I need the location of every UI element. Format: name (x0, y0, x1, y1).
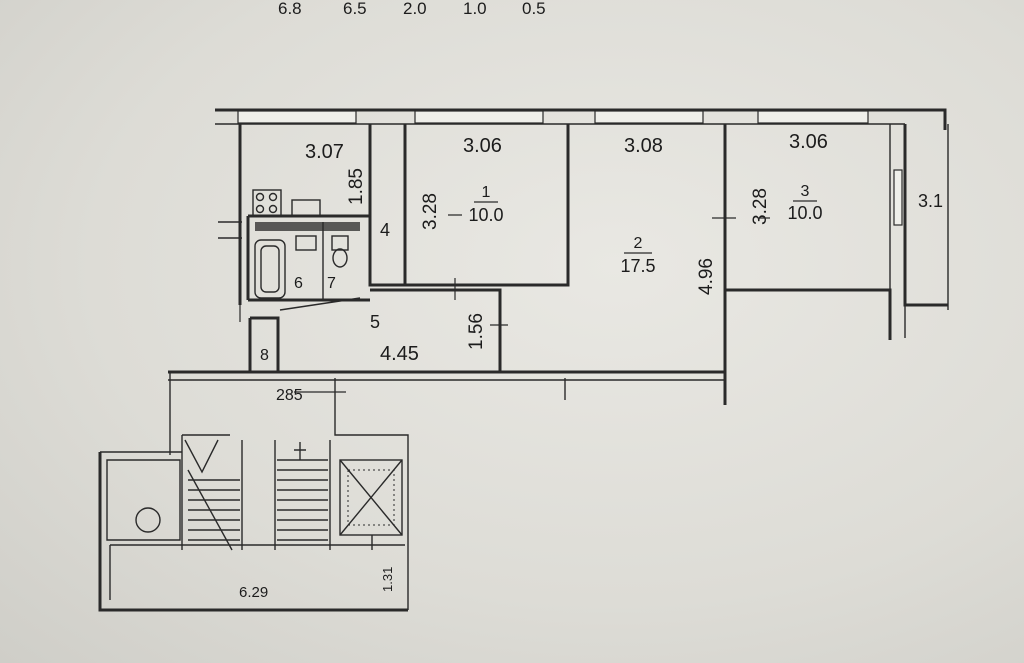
stove-icon (252, 189, 282, 217)
toilet-icon (331, 235, 349, 268)
header-number-2: 6.5 (343, 0, 367, 18)
depth-room1: 3.28 (420, 193, 441, 230)
stair-gap-dimension: 1.31 (380, 567, 395, 592)
room-number-3: 3 (801, 183, 810, 200)
room-number-bathroom: 6 (294, 275, 303, 292)
length-hallway: 4.45 (380, 343, 419, 365)
balcony-door (893, 169, 903, 226)
room-number-2: 2 (634, 235, 643, 252)
stairs-left (188, 479, 240, 541)
room-area-2: 17.5 (620, 256, 655, 276)
depth-hallway: 1.56 (466, 313, 487, 350)
width-room1: 3.06 (463, 135, 502, 157)
outer-walls (168, 108, 949, 405)
header-number-5: 0.5 (522, 0, 546, 18)
width-room2: 3.08 (624, 135, 663, 157)
dimension-labels: 3.07 3.06 3.08 3.06 1.85 3.28 3.28 4.96 … (239, 131, 943, 601)
depth-room2: 4.96 (696, 258, 717, 295)
width-room3: 3.06 (789, 131, 828, 153)
width-kitchen: 3.07 (305, 141, 344, 163)
bathtub-icon (254, 239, 286, 299)
room-number-toilet: 7 (327, 275, 336, 292)
header-number-4: 1.0 (463, 0, 487, 18)
window-kitchen (237, 110, 357, 124)
room-number-kitchen: 4 (380, 220, 390, 240)
header-number-1: 6.8 (278, 0, 302, 18)
depth-room3: 3.28 (750, 188, 771, 225)
depth-kitchen: 1.85 (346, 168, 367, 205)
room-labels: 1 10.0 2 17.5 3 10.0 4 5 6 7 8 (260, 183, 823, 364)
room-number-1: 1 (482, 184, 491, 201)
room-area-1: 10.0 (468, 205, 503, 225)
kitchen-counter (255, 222, 360, 231)
landing-dimension: 6.29 (239, 584, 268, 601)
window-room1 (414, 110, 544, 124)
stairs-right (277, 442, 328, 541)
vestibule-dimension: 285 (276, 387, 303, 404)
window-room2 (594, 110, 704, 124)
stairwell (98, 372, 409, 612)
room-number-closet: 8 (260, 347, 269, 364)
balcony-dimension: 3.1 (918, 191, 943, 211)
sink-icon (291, 199, 321, 217)
room-area-3: 10.0 (787, 203, 822, 223)
header-scale-row: 6.8 6.5 2.0 1.0 0.5 (278, 0, 546, 18)
room-number-hallway: 5 (370, 312, 380, 332)
elevator-shaft-icon (339, 459, 403, 536)
window-room3 (757, 110, 869, 124)
interior-walls (246, 124, 570, 372)
header-number-3: 2.0 (403, 0, 427, 18)
washbasin-icon (295, 235, 317, 251)
